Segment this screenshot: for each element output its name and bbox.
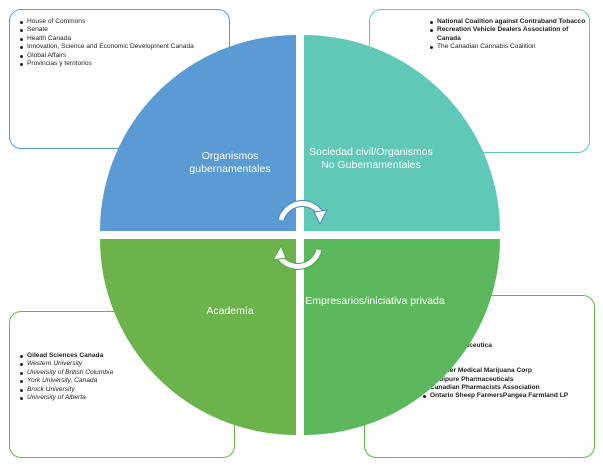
list-item: Recreation Vehicle Dealers Association o… bbox=[430, 26, 589, 43]
arrow-head-icon bbox=[313, 209, 328, 226]
quadrant-aca bbox=[100, 239, 296, 435]
list-item: Gilead Sciences Canada bbox=[20, 352, 234, 360]
list-item: University of Alberta bbox=[20, 394, 234, 402]
list-item: University of British Columbia bbox=[20, 369, 234, 377]
aca-members-list: Gilead Sciences Canada Western Universit… bbox=[10, 352, 234, 402]
list-item: The Canadian Cannabis Coalition bbox=[430, 43, 589, 51]
aca-label: Academía bbox=[206, 305, 254, 317]
gov-label: Organismos gubernamentales bbox=[189, 150, 271, 175]
gov-members-list: House of Commons Senate Health Canada In… bbox=[10, 18, 229, 68]
list-item: York University, Canada bbox=[20, 377, 234, 385]
civ-members-list: National Coalition against Contraband To… bbox=[370, 18, 589, 52]
quadrant-gov bbox=[100, 35, 296, 231]
list-item: Global Affairs bbox=[20, 52, 229, 60]
list-item: National Coalition against Contraband To… bbox=[430, 18, 589, 26]
list-item: Brock University bbox=[20, 386, 234, 394]
quadrant-emp bbox=[304, 239, 500, 435]
arrow-head-icon bbox=[272, 244, 287, 261]
list-item: Provincias y territorios bbox=[20, 60, 229, 68]
cycle-arrows-icon bbox=[276, 200, 324, 270]
list-item: House of Commons bbox=[20, 18, 229, 26]
list-item: Western University bbox=[20, 360, 234, 368]
emp-label: Empresarios/iniciativa privada bbox=[305, 295, 445, 307]
list-item: Innovation, Science and Economic Develop… bbox=[20, 43, 229, 51]
civ-label: Sociedad civil/Organismos No Gubernament… bbox=[309, 146, 433, 171]
list-item: Senate bbox=[20, 26, 229, 34]
quadrant-civ bbox=[304, 35, 500, 231]
list-item: Health Canada bbox=[20, 35, 229, 43]
list-item: Ontario Sheep FarmersPangea Farmland LP bbox=[423, 392, 594, 400]
